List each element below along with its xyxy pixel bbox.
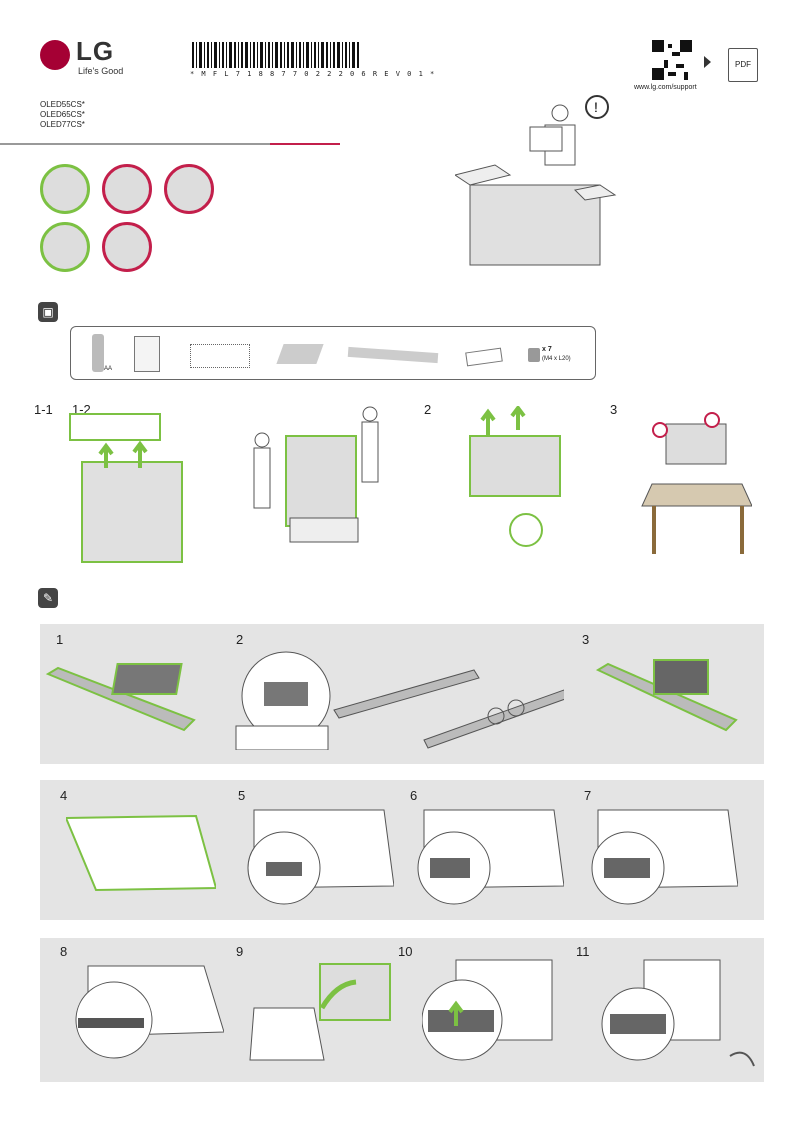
step-label: 2 (424, 402, 432, 417)
cable-icon (190, 344, 250, 368)
screw-icon (528, 348, 540, 362)
assembly-step-7-illustration (591, 809, 738, 905)
model-name: OLED55CS* (40, 100, 85, 109)
remote-icon (92, 334, 104, 372)
handling-ok-icon (40, 164, 90, 214)
model-name: OLED65CS* (40, 110, 85, 119)
pdf-icon[interactable]: PDF (728, 48, 758, 82)
barcode-icon (192, 42, 359, 68)
tv-box-illustration: ! (455, 95, 617, 266)
battery-label: AA (104, 366, 113, 372)
handling-prohibited-icon (102, 222, 152, 272)
assembly-step-8-illustration (75, 965, 224, 1059)
assembly-step-label: 5 (238, 788, 246, 803)
lg-logo-icon (40, 40, 70, 70)
assembly-step-label: 9 (236, 944, 244, 959)
stand-base-icon (276, 344, 324, 364)
unpack-step-1-illustration (69, 413, 183, 563)
unpack-step-2-illustration (469, 406, 561, 547)
assembly-step-label: 1 (56, 632, 64, 647)
assembly-step-label: 6 (410, 788, 418, 803)
qr-code-icon (652, 40, 692, 80)
step-label: 3 (610, 402, 618, 417)
assembly-step-label: 10 (398, 944, 413, 959)
brand-name: LG (76, 36, 115, 66)
model-list: OLED55CS* OLED65CS* OLED77CS* (40, 100, 85, 130)
assembly-step-label: 2 (236, 632, 244, 647)
assembly-step-6-illustration (417, 809, 564, 905)
arrow-right-icon (704, 56, 711, 68)
assembly-step-label: 7 (584, 788, 592, 803)
barcode-text: * M F L 7 1 8 8 7 7 0 2 2 2 0 6 R E V 0 … (190, 70, 436, 78)
assembly-step-3-illustration (596, 659, 738, 732)
assembly-step-label: 11 (576, 944, 590, 959)
screw-quantity: x 7 (542, 346, 552, 353)
manual-icon (134, 336, 160, 372)
accessories-panel (70, 326, 596, 380)
screw-spec: (M4 x L20) (542, 356, 571, 362)
assembly-step-2-illustration (235, 651, 564, 750)
unpack-step-3-illustration (641, 412, 752, 554)
handling-ok-icon (40, 222, 90, 272)
assembly-step-5-illustration (247, 809, 394, 905)
assembly-step-label: 3 (582, 632, 590, 647)
assembly-step-4-illustration (66, 814, 216, 892)
step-label: 1-1 (34, 402, 53, 417)
assembly-step-label: 4 (60, 788, 68, 803)
tool-icon: ✎ (38, 588, 58, 608)
assembly-step-label: 8 (60, 944, 68, 959)
handling-prohibited-icon (164, 164, 214, 214)
box-icon: ▣ (38, 302, 58, 322)
assembly-step-11-illustration (601, 959, 755, 1067)
svg-text:!: ! (594, 99, 598, 115)
header-divider-accent (270, 143, 340, 145)
assembly-step-10-illustration (422, 959, 553, 1061)
assembly-step-9-illustration (249, 963, 391, 1061)
model-name: OLED77CS* (40, 120, 85, 129)
unpack-step-1-2-illustration (253, 406, 379, 543)
assembly-step-1-illustration (45, 663, 196, 732)
support-url[interactable]: www.lg.com/support (634, 84, 697, 91)
header-divider (0, 143, 340, 145)
brand-slogan: Life's Good (78, 66, 124, 76)
handling-prohibited-icon (102, 164, 152, 214)
